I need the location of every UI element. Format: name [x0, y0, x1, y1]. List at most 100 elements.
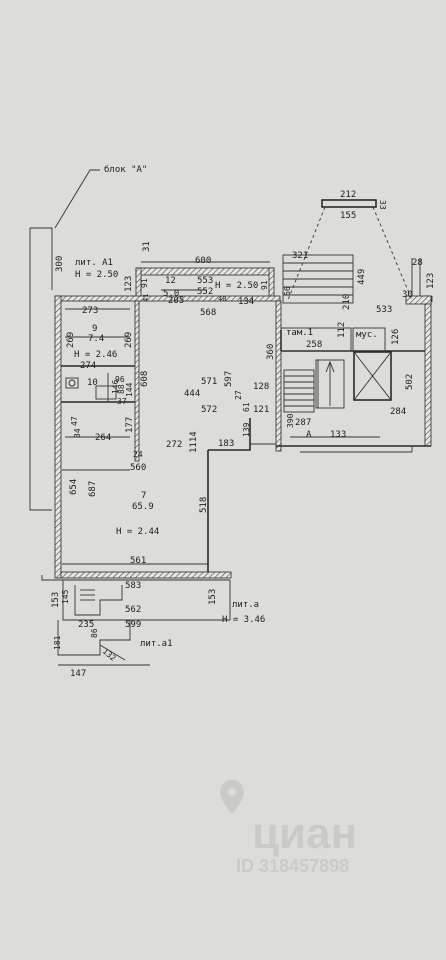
dim-147: 147	[70, 669, 86, 679]
dim-86: 86	[90, 628, 99, 638]
dim-321: 321	[292, 251, 308, 261]
block-a-leader	[54, 169, 100, 229]
dim-600: 600	[195, 256, 211, 266]
balcony-lit-a	[62, 580, 231, 621]
dim-274: 274	[80, 361, 96, 371]
dim-47: 47	[70, 416, 79, 426]
h-244-label: H = 2.44	[116, 527, 159, 537]
dim-91b: 91	[260, 280, 269, 290]
sink-icon	[65, 377, 79, 389]
dim-272: 272	[166, 440, 182, 450]
listing-id-text: ID 318457898	[236, 856, 349, 876]
garbage-room	[352, 327, 386, 352]
dim-583: 583	[125, 581, 141, 591]
dim-553: 553	[197, 276, 213, 286]
stair-right-wall	[424, 295, 432, 447]
dim-571: 571	[201, 377, 217, 387]
dim-360: 360	[266, 344, 276, 360]
entry-steps	[74, 585, 123, 616]
dim-597: 597	[224, 371, 234, 387]
dim-183: 183	[218, 439, 234, 449]
dim-146: 146	[111, 379, 120, 394]
dim-533: 533	[376, 305, 392, 315]
dim-269b: 269	[124, 332, 134, 348]
dim-133: 133	[330, 430, 346, 440]
dim-572: 572	[201, 405, 217, 415]
dim-177: 177	[125, 417, 135, 433]
dim-258: 258	[306, 340, 322, 350]
room7-area: 65.9	[132, 502, 154, 512]
skylight-frame	[321, 199, 377, 208]
partition-wall	[134, 300, 140, 462]
dim-41: 41	[142, 294, 150, 302]
dim-153b: 153	[208, 589, 218, 605]
dim-212: 212	[340, 190, 356, 200]
dim-264: 264	[95, 433, 111, 443]
block-a-label: блок "А"	[104, 164, 147, 175]
dim-123b: 123	[426, 273, 436, 289]
dim-24: 24	[133, 450, 143, 459]
dim-139: 139	[242, 422, 251, 437]
dim-145: 145	[61, 589, 70, 604]
tambour-room	[280, 327, 352, 352]
dim-61: 61	[242, 402, 251, 412]
dim-27: 27	[234, 390, 243, 400]
dim-31: 31	[142, 241, 152, 252]
room12-number: 12	[165, 276, 176, 286]
lit-a-label: лит.а	[232, 600, 259, 610]
dim-126: 126	[391, 329, 401, 345]
dim-91a: 91	[140, 278, 149, 288]
dim-518: 518	[199, 497, 209, 513]
dim-552: 552	[197, 287, 213, 297]
dim-449: 449	[357, 269, 367, 285]
dim-34: 34	[73, 428, 82, 438]
stair-top-wall	[405, 295, 432, 305]
dim-608: 608	[140, 371, 150, 387]
dim-599: 599	[125, 620, 141, 630]
dim-502: 502	[405, 374, 415, 390]
cian-brand-text: циан	[252, 809, 357, 858]
cian-watermark: циан ID 318457898	[220, 780, 357, 876]
room12-right-wall	[268, 267, 275, 299]
room9-area: 7.4	[88, 334, 104, 344]
dim-37: 37	[117, 397, 127, 406]
dim-390: 390	[286, 413, 295, 428]
h-250-left-label: H = 2.50	[75, 270, 118, 280]
dim-235: 235	[78, 620, 94, 630]
dim-284: 284	[390, 407, 406, 417]
dim-181: 181	[53, 635, 62, 650]
dim-560: 560	[130, 463, 146, 473]
lit-a1-bottom-label: лит.а1	[140, 639, 173, 649]
garbage-label: мус.	[356, 330, 378, 340]
lit-a1-top-label: лит. А1	[75, 258, 113, 268]
location-pin-icon	[220, 780, 244, 814]
h-250-right-label: H = 2.50	[215, 281, 258, 291]
tambour-label: там.1	[286, 328, 313, 338]
dim-273: 273	[82, 306, 98, 316]
room7-step-wall	[207, 418, 251, 572]
dim-112: 112	[337, 322, 347, 338]
dim-287: 287	[295, 418, 311, 428]
dim-28: 28	[412, 258, 423, 268]
dim-123a: 123	[124, 276, 134, 292]
elevator-shaft	[353, 351, 392, 401]
dim-153a: 153	[51, 592, 61, 608]
dim-30: 30	[402, 290, 413, 300]
dim-568: 568	[200, 308, 216, 318]
dim-444: 444	[184, 389, 200, 399]
main-right-wall	[275, 300, 282, 452]
balcony-lit-a1	[57, 620, 131, 656]
dim-121: 121	[253, 405, 269, 415]
dim-40: 40	[218, 295, 226, 303]
room10-number: 10	[87, 378, 98, 388]
h-346-label: H = 3.46	[222, 615, 265, 625]
main-left-wall	[54, 295, 62, 579]
room12-area: 5.0	[163, 289, 179, 299]
room7-number: 7	[141, 491, 146, 501]
dim-562: 562	[125, 605, 141, 615]
dim-96: 96	[115, 375, 125, 384]
dim-33: 33	[378, 200, 387, 210]
dim-134: 134	[238, 297, 254, 307]
